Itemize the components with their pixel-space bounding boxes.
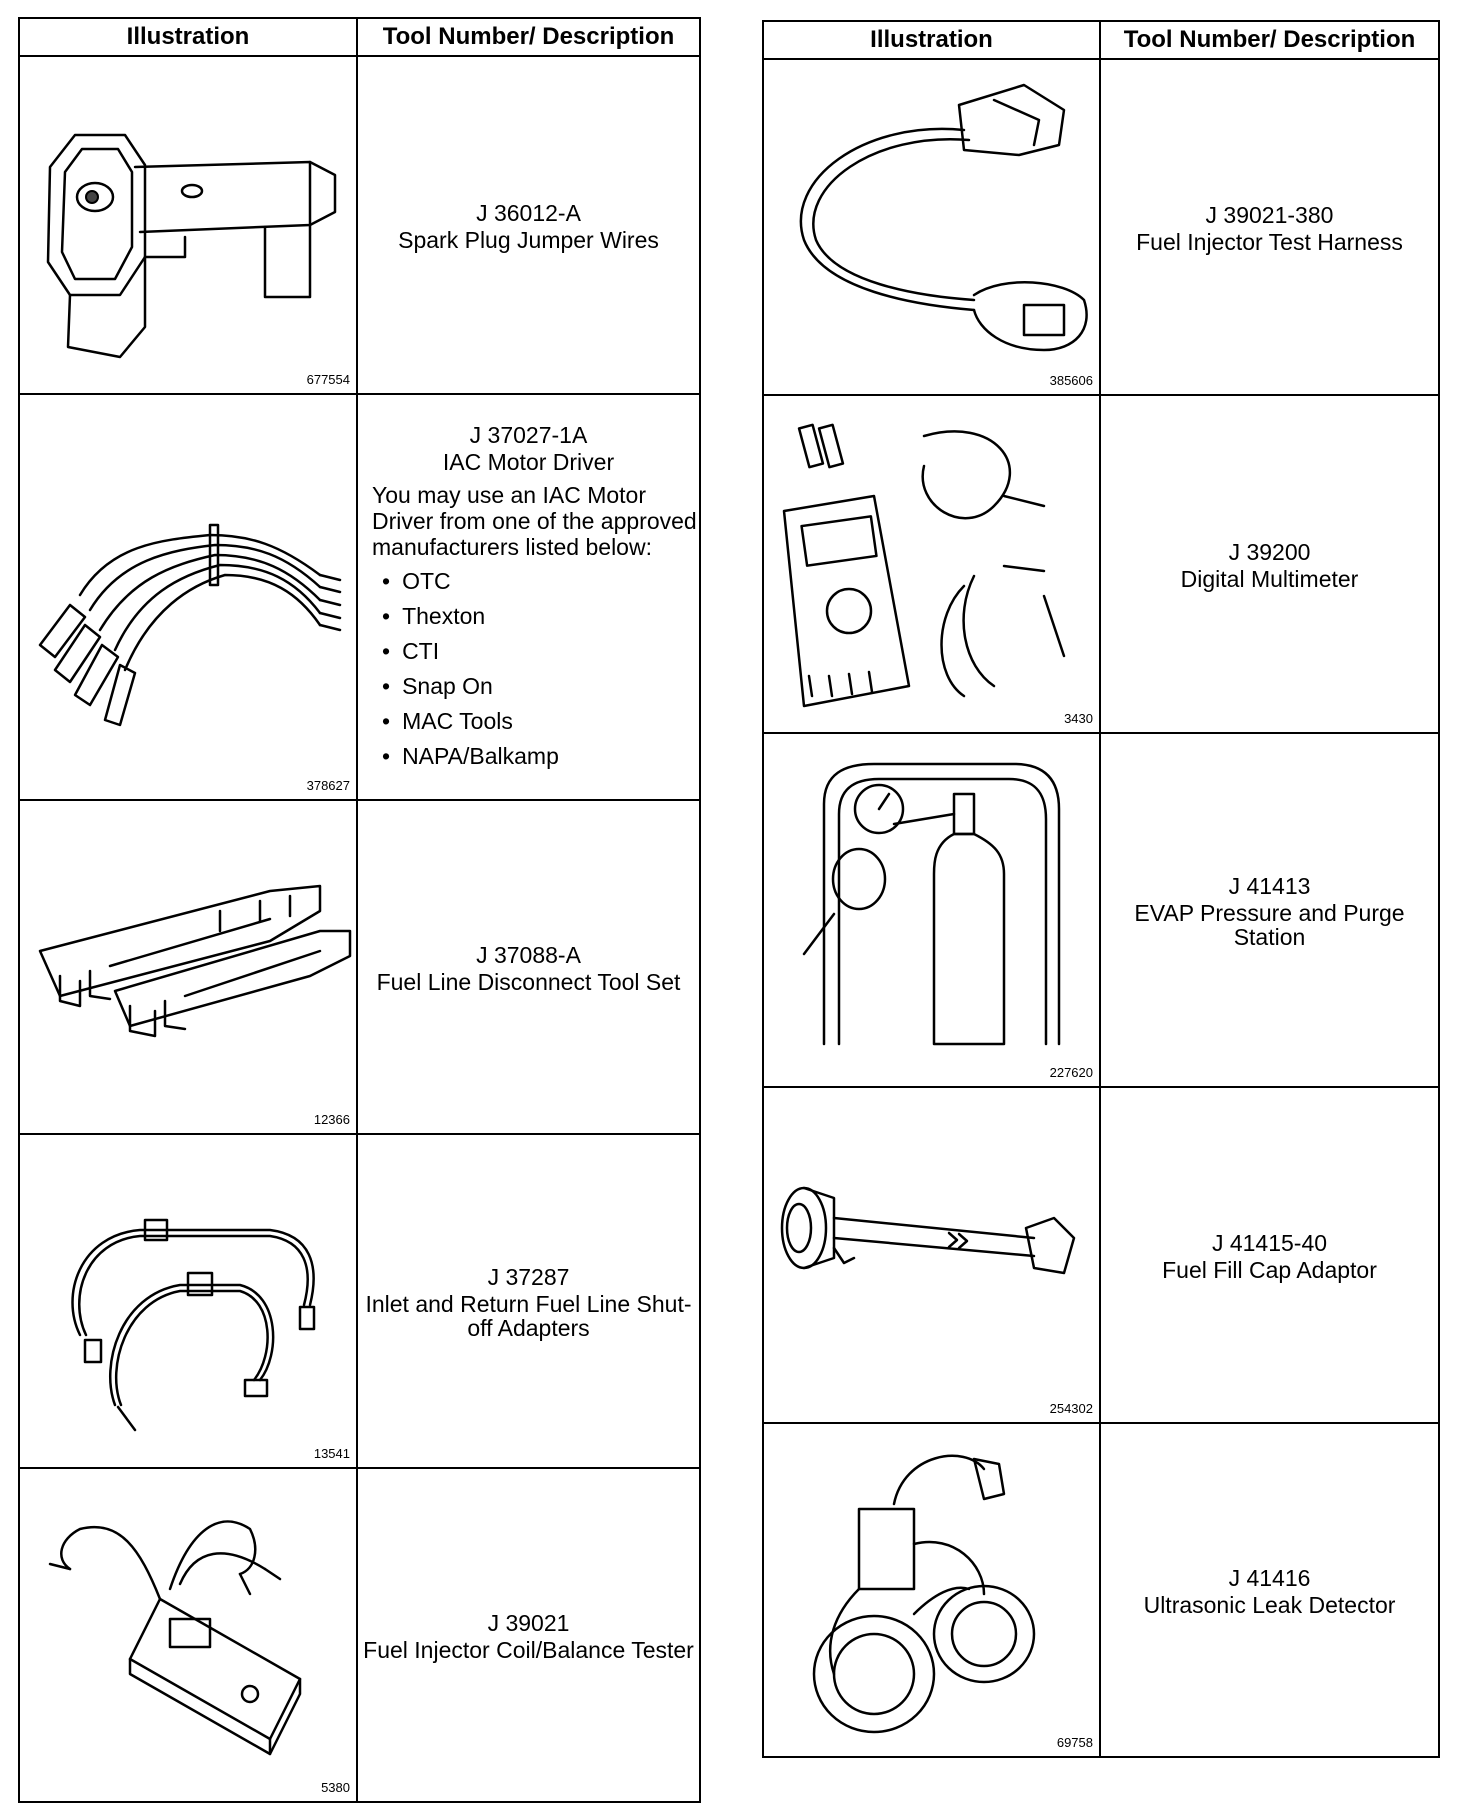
tool-description: Ultrasonic Leak Detector [1143, 1591, 1396, 1618]
spark-plug-jumper-icon [46, 133, 337, 359]
tool-description: Fuel Injector Coil/Balance Tester [363, 1636, 694, 1663]
figure-number: 3430 [1064, 711, 1093, 726]
test-harness-icon [799, 83, 1088, 352]
list-item: OTC [382, 564, 699, 599]
header-illustration: Illustration [18, 17, 358, 57]
figure-number: 254302 [1049, 1401, 1093, 1416]
list-item: MAC Tools [382, 704, 699, 739]
tool-number: J 41416 [1228, 1564, 1311, 1591]
tool-number: J 39200 [1228, 538, 1311, 565]
description-cell: J 41415-40 Fuel Fill Cap Adaptor [1099, 1086, 1440, 1424]
figure-number: 12366 [313, 1112, 350, 1127]
description-cell: J 37287 Inlet and Return Fuel Line Shut-… [356, 1133, 701, 1469]
tool-number: J 37027-1A [469, 421, 588, 448]
manufacturer-list: OTC Thexton CTI Snap On MAC Tools NAPA/B… [358, 564, 699, 774]
figure-number: 385606 [1049, 373, 1093, 388]
description-cell: J 41416 Ultrasonic Leak Detector [1099, 1422, 1440, 1758]
table-row: 12366 J 37088-A Fuel Line Disconnect Too… [18, 799, 701, 1135]
approval-note: You may use an IAC Motor Driver from one… [372, 481, 697, 560]
tool-description: Fuel Injector Test Harness [1136, 228, 1403, 255]
table-row: 227620 J 41413 EVAP Pressure and Purge S… [762, 732, 1440, 1088]
list-item: Thexton [382, 599, 699, 634]
table-header-row: Illustration Tool Number/ Description [762, 20, 1440, 60]
illustration-cell: 227620 [762, 732, 1101, 1088]
iac-wires-icon [38, 523, 342, 727]
tool-description: Digital Multimeter [1180, 565, 1359, 592]
tool-number: J 39021-380 [1205, 201, 1334, 228]
table-row: 378627 J 37027-1A IAC Motor Driver You m… [18, 393, 701, 801]
injector-tester-icon [48, 1520, 302, 1756]
multimeter-icon [782, 423, 1066, 708]
table-header-row: Illustration Tool Number/ Description [18, 17, 701, 57]
tool-description: IAC Motor Driver [442, 448, 615, 475]
description-cell: J 36012-A Spark Plug Jumper Wires [356, 55, 701, 395]
table-row: 677554 J 36012-A Spark Plug Jumper Wires [18, 55, 701, 395]
right-tools-table: Illustration Tool Number/ Description 38… [762, 20, 1440, 1758]
description-cell: J 39200 Digital Multimeter [1099, 394, 1440, 734]
illustration-cell: 677554 [18, 55, 358, 395]
illustration-cell: 3430 [762, 394, 1101, 734]
tool-description: Fuel Line Disconnect Tool Set [376, 968, 681, 995]
illustration-cell: 385606 [762, 58, 1101, 396]
tool-number: J 41415-40 [1211, 1229, 1328, 1256]
disconnect-tools-icon [38, 884, 352, 1038]
tool-number: J 36012-A [476, 199, 581, 226]
illustration-cell: 69758 [762, 1422, 1101, 1758]
tool-description: Inlet and Return Fuel Line Shut-off Adap… [365, 1290, 692, 1341]
tool-description: EVAP Pressure and Purge Station [1134, 899, 1405, 950]
list-item: NAPA/Balkamp [382, 739, 699, 774]
table-row: 3430 J 39200 Digital Multimeter [762, 394, 1440, 734]
fill-cap-adaptor-icon [780, 1186, 1076, 1275]
illustration-cell: 12366 [18, 799, 358, 1135]
tool-description: Spark Plug Jumper Wires [398, 226, 659, 253]
list-item: CTI [382, 634, 699, 669]
illustration-cell: 378627 [18, 393, 358, 801]
tool-number: J 37088-A [476, 941, 581, 968]
figure-number: 13541 [313, 1446, 350, 1461]
tool-number: J 41413 [1228, 872, 1311, 899]
description-cell: J 39021 Fuel Injector Coil/Balance Teste… [356, 1467, 701, 1803]
table-row: 69758 J 41416 Ultrasonic Leak Detector [762, 1422, 1440, 1758]
table-row: 385606 J 39021-380 Fuel Injector Test Ha… [762, 58, 1440, 396]
figure-number: 677554 [306, 372, 350, 387]
illustration-cell: 254302 [762, 1086, 1101, 1424]
leak-detector-icon [812, 1454, 1036, 1734]
description-cell: J 41413 EVAP Pressure and Purge Station [1099, 732, 1440, 1088]
header-tool: Tool Number/ Description [356, 17, 701, 57]
description-cell: J 37088-A Fuel Line Disconnect Tool Set [356, 799, 701, 1135]
header-illustration: Illustration [762, 20, 1101, 60]
figure-number: 69758 [1056, 1735, 1093, 1750]
tool-number: J 37287 [487, 1263, 570, 1290]
left-tools-table: Illustration Tool Number/ Description 67… [18, 17, 701, 1803]
description-cell: J 37027-1A IAC Motor Driver You may use … [356, 393, 701, 801]
illustration-cell: 13541 [18, 1133, 358, 1469]
tool-number: J 39021 [487, 1609, 570, 1636]
table-row: 5380 J 39021 Fuel Injector Coil/Balance … [18, 1467, 701, 1803]
description-cell: J 39021-380 Fuel Injector Test Harness [1099, 58, 1440, 396]
table-row: 254302 J 41415-40 Fuel Fill Cap Adaptor [762, 1086, 1440, 1424]
header-tool: Tool Number/ Description [1099, 20, 1440, 60]
table-row: 13541 J 37287 Inlet and Return Fuel Line… [18, 1133, 701, 1469]
shutoff-adapters-icon [71, 1218, 316, 1432]
list-item: Snap On [382, 669, 699, 704]
evap-station-icon [802, 762, 1061, 1046]
figure-number: 227620 [1049, 1065, 1093, 1080]
figure-number: 378627 [306, 778, 350, 793]
tool-description: Fuel Fill Cap Adaptor [1162, 1256, 1377, 1283]
figure-number: 5380 [321, 1780, 350, 1795]
illustration-cell: 5380 [18, 1467, 358, 1803]
